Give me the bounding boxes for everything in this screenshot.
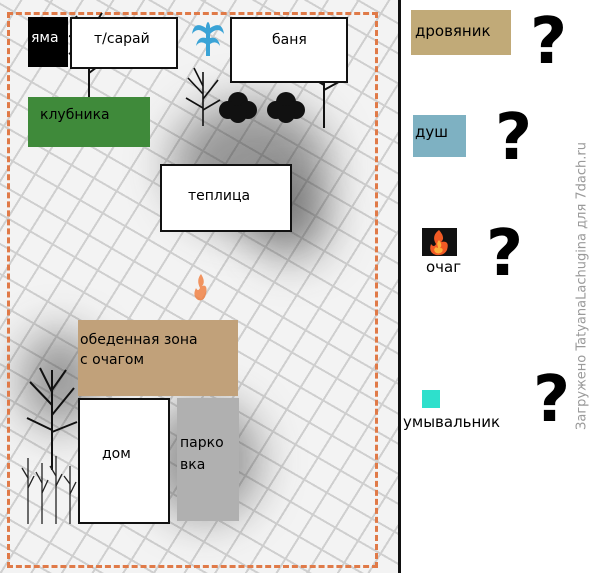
hearth-legend: очаг bbox=[426, 258, 462, 276]
fire-icon bbox=[422, 228, 457, 256]
shrub-icon bbox=[21, 456, 77, 524]
strawberry-bed-box: клубника bbox=[28, 97, 150, 147]
house-box: дом bbox=[78, 398, 170, 524]
parking-line2: вка bbox=[180, 457, 206, 473]
bush-icon bbox=[219, 92, 257, 123]
watermark-text: Загружено TatyanaLachugina для 7dach.ru bbox=[574, 142, 590, 430]
question-mark-2: ? bbox=[495, 101, 533, 175]
shed-box: т/сарай bbox=[70, 17, 178, 69]
shower-legend: душ bbox=[413, 115, 466, 157]
campfire-icon bbox=[194, 274, 207, 301]
bush-icon bbox=[267, 92, 305, 123]
woodshed-legend: дровяник bbox=[411, 10, 511, 55]
pit-label: яма bbox=[28, 17, 68, 67]
bathhouse-box: баня bbox=[230, 17, 348, 83]
parking-box: парко вка bbox=[177, 398, 239, 521]
question-mark-3: ? bbox=[486, 217, 524, 291]
tree-icon bbox=[185, 67, 221, 126]
dining-area-line1: обеденная зона bbox=[80, 332, 198, 348]
question-mark-4: ? bbox=[533, 363, 571, 437]
washbasin-legend: умывальник bbox=[403, 413, 501, 431]
dining-area-line2: с очагом bbox=[80, 352, 145, 368]
tree-icon bbox=[26, 367, 78, 470]
site-plan: яма т/сарай баня клубника теплица обеден… bbox=[0, 0, 398, 573]
plot-boundary bbox=[7, 12, 378, 568]
greenhouse-box: теплица bbox=[160, 164, 292, 232]
parking-line1: парко bbox=[180, 435, 224, 451]
washbasin-swatch bbox=[422, 390, 440, 408]
dining-area-box: обеденная зона с очагом bbox=[78, 320, 238, 396]
shower-icon bbox=[192, 22, 224, 56]
divider-line bbox=[398, 0, 401, 573]
question-mark-1: ? bbox=[530, 5, 568, 79]
